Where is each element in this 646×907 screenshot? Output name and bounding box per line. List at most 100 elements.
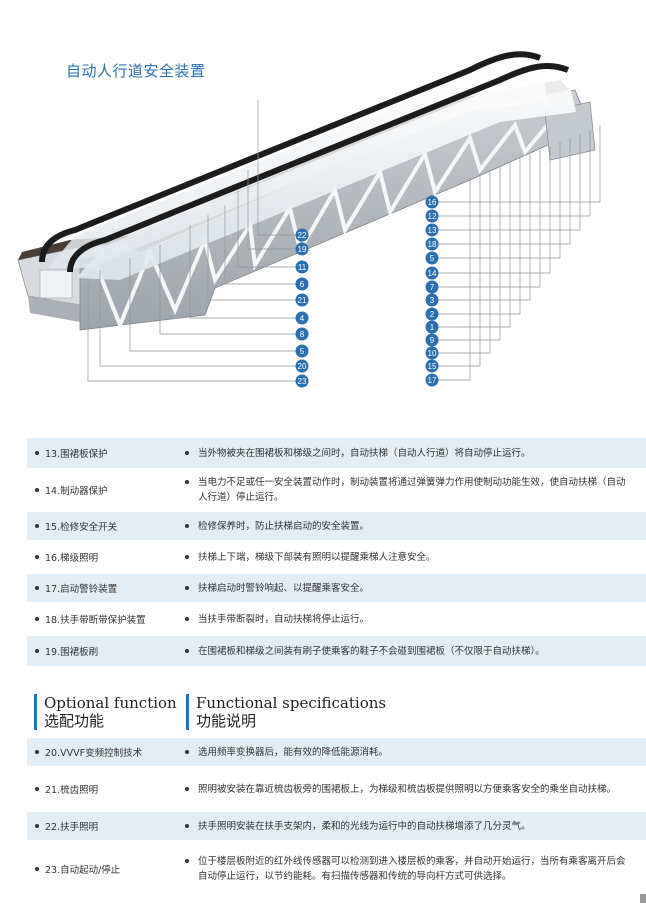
callout-leaders-right xyxy=(438,125,601,381)
item-desc: 在围裙板和梯级之间装有刷子使乘客的鞋子不会碰到围裙板（不仅限于自动扶梯）。 xyxy=(198,645,545,657)
bullet-icon xyxy=(185,480,189,484)
callout: 8 xyxy=(295,327,309,341)
table-row: 23.自动起动/停止 位于楼层板附近的红外线传感器可以检测到进入楼层板的乘客，并… xyxy=(27,844,646,894)
svg-text:23: 23 xyxy=(298,377,307,386)
bullet-icon xyxy=(185,585,189,590)
section-title-en: Functional specifications xyxy=(196,694,387,712)
bullet-icon xyxy=(35,617,39,621)
escalator-diagram: 22 19 11 6 21 4 8 5 20 23 16 12 13 18 5 … xyxy=(17,51,601,388)
bullet-icon xyxy=(35,649,39,653)
svg-text:14: 14 xyxy=(428,269,437,278)
svg-text:18: 18 xyxy=(428,240,437,249)
bullet-icon xyxy=(35,488,39,492)
callout: 6 xyxy=(295,277,309,291)
item-desc: 当扶手带断裂时，自动扶梯将停止运行。 xyxy=(198,613,370,625)
balustrade-front xyxy=(67,62,576,280)
svg-text:12: 12 xyxy=(428,212,437,221)
callout: 23 xyxy=(295,374,309,388)
svg-text:3: 3 xyxy=(430,296,435,305)
item-label: 21.梳齿照明 xyxy=(45,785,99,796)
item-desc: 当外物被夹在围裙板和梯级之间时，自动扶梯（自动人行道）将自动停止运行。 xyxy=(198,447,531,459)
item-label: 14.制动器保护 xyxy=(45,486,108,497)
bullet-icon xyxy=(185,859,189,863)
bullet-icon xyxy=(35,586,39,590)
table-row: 19.围裙板刷 在围裙板和梯级之间装有刷子使乘客的鞋子不会碰到围裙板（不仅限于自… xyxy=(27,636,646,666)
bullet-icon xyxy=(185,786,189,791)
callout: 17 xyxy=(425,373,439,387)
callout: 9 xyxy=(425,333,439,347)
bullet-icon xyxy=(185,749,189,754)
svg-text:10: 10 xyxy=(428,349,437,358)
svg-text:15: 15 xyxy=(428,362,437,371)
callout: 20 xyxy=(295,359,309,373)
item-label: 17.启动警铃装置 xyxy=(45,584,118,595)
section-bar xyxy=(186,694,189,730)
callout: 1 xyxy=(425,320,439,334)
bullet-icon xyxy=(185,523,189,528)
bullet-icon xyxy=(35,824,39,828)
item-label: 13.围裙板保护 xyxy=(45,449,108,460)
svg-text:16: 16 xyxy=(428,198,437,207)
svg-text:7: 7 xyxy=(430,283,435,292)
bullet-icon xyxy=(35,750,39,754)
svg-text:22: 22 xyxy=(298,231,307,240)
item-desc: 选用频率变换器后，能有效的降低能源消耗。 xyxy=(198,746,389,758)
item-label: 23.自动起动/停止 xyxy=(45,865,121,876)
table-row: 18.扶手带断带保护装置 当扶手带断裂时，自动扶梯将停止运行。 xyxy=(27,605,646,633)
section-title-cn: 选配功能 xyxy=(44,712,105,730)
balustrade-rear xyxy=(39,51,548,268)
bullet-icon xyxy=(185,823,189,828)
svg-text:17: 17 xyxy=(428,376,437,385)
optional-table: 20.VVVF变频控制技术 选用频率变换器后，能有效的降低能源消耗。 21.梳齿… xyxy=(27,738,646,898)
item-label: 15.检修安全开关 xyxy=(45,522,118,533)
callouts-left: 22 19 11 6 21 4 8 5 20 23 xyxy=(295,228,309,388)
callout: 19 xyxy=(295,242,309,256)
table-row: 13.围裙板保护 当外物被夹在围裙板和梯级之间时，自动扶梯（自动人行道）将自动停… xyxy=(27,438,646,468)
section-title-en: Optional function xyxy=(44,694,177,712)
item-desc: 扶梯上下端，梯级下部装有照明以提醒乘梯人注意安全。 xyxy=(198,551,436,563)
svg-text:19: 19 xyxy=(298,245,307,254)
item-desc: 照明被安装在靠近梳齿板旁的围裙板上，为梯级和梳齿板提供照明以方便乘客安全的乘坐自… xyxy=(198,783,617,795)
svg-text:5: 5 xyxy=(300,347,305,356)
table-row: 22.扶手照明 扶手照明安装在扶手支架内，柔和的光线为运行中的自动扶梯增添了几分… xyxy=(27,812,646,840)
svg-text:21: 21 xyxy=(298,296,307,305)
item-desc: 检修保养时，防止扶梯启动的安全装置。 xyxy=(198,520,370,532)
item-label: 19.围裙板刷 xyxy=(45,647,99,658)
callout: 21 xyxy=(295,293,309,307)
bullet-icon xyxy=(185,450,189,455)
table-row: 16.梯级照明 扶梯上下端，梯级下部装有照明以提醒乘梯人注意安全。 xyxy=(27,543,646,571)
svg-text:5: 5 xyxy=(430,254,435,263)
table-row: 20.VVVF变频控制技术 选用频率变换器后，能有效的降低能源消耗。 xyxy=(27,738,646,766)
svg-text:9: 9 xyxy=(430,336,435,345)
callout: 3 xyxy=(425,293,439,307)
item-desc: 位于楼层板附近的红外线传感器可以检测到进入楼层板的乘客，并自动开始运行，当所有乘… xyxy=(198,856,626,882)
callout: 15 xyxy=(425,359,439,373)
page-edge-mark xyxy=(640,894,646,903)
table-row: 21.梳齿照明 照明被安装在靠近梳齿板旁的围裙板上，为梯级和梳齿板提供照明以方便… xyxy=(27,769,646,809)
bullet-icon xyxy=(185,648,189,653)
callouts-right: 16 12 13 18 5 14 7 3 2 1 9 10 15 17 xyxy=(425,195,439,387)
optional-function-header: Optional function 选配功能 xyxy=(34,694,177,731)
bullet-icon xyxy=(35,451,39,455)
callout-leaders-left xyxy=(87,100,296,382)
callout: 13 xyxy=(425,223,439,237)
item-label: 18.扶手带断带保护装置 xyxy=(45,615,146,626)
callout: 7 xyxy=(425,280,439,294)
svg-text:8: 8 xyxy=(300,330,305,339)
page-title: 自动人行道安全装置 xyxy=(66,62,206,80)
callout: 10 xyxy=(425,346,439,360)
item-label: 16.梯级照明 xyxy=(45,553,99,564)
item-desc: 扶梯启动时警铃响起、以提醒乘客安全。 xyxy=(198,582,370,594)
callout: 16 xyxy=(425,195,439,209)
table-row: 17.启动警铃装置 扶梯启动时警铃响起、以提醒乘客安全。 xyxy=(27,574,646,602)
callout: 5 xyxy=(295,344,309,358)
callout: 12 xyxy=(425,209,439,223)
safety-table: 13.围裙板保护 当外物被夹在围裙板和梯级之间时，自动扶梯（自动人行道）将自动停… xyxy=(27,438,646,670)
table-row: 15.检修安全开关 检修保养时，防止扶梯启动的安全装置。 xyxy=(27,512,646,540)
bullet-icon xyxy=(185,616,189,621)
item-desc: 当电力不足或任一安全装置动作时，制动装置将通过弹簧弹力作用使制动功能生效，使自动… xyxy=(198,477,626,503)
callout: 11 xyxy=(295,260,309,274)
svg-text:13: 13 xyxy=(428,226,437,235)
svg-text:2: 2 xyxy=(430,310,435,319)
bullet-icon xyxy=(35,867,39,871)
